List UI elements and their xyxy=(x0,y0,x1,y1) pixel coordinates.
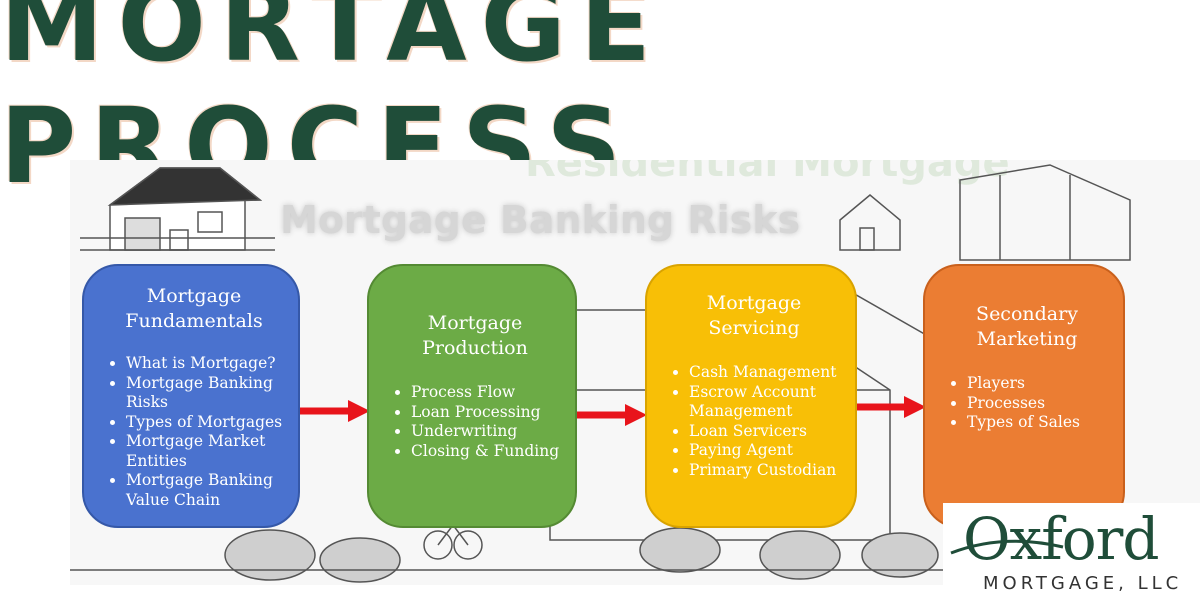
stage-box-production: Mortgage Production Process Flow Loan Pr… xyxy=(367,264,577,528)
list-item: What is Mortgage? xyxy=(126,354,284,374)
oxford-logo: Oxford MORTGAGE, LLC xyxy=(943,503,1200,600)
logo-name: Oxford xyxy=(963,505,1159,573)
stage-box-secondary-marketing: Secondary Marketing Players Processes Ty… xyxy=(923,264,1125,528)
arrow-3 xyxy=(856,396,926,418)
stage-item-list: Process Flow Loan Processing Underwritin… xyxy=(389,383,561,461)
arrow-2 xyxy=(577,404,647,426)
stage-box-fundamentals: Mortgage Fundamentals What is Mortgage? … xyxy=(82,264,300,528)
list-item: Loan Servicers xyxy=(689,422,841,442)
stage-box-servicing: Mortgage Servicing Cash Management Escro… xyxy=(645,264,857,528)
list-item: Types of Sales xyxy=(967,413,1109,433)
list-item: Processes xyxy=(967,394,1109,414)
background-text-faded: Residential Mortgage xyxy=(525,160,1010,186)
list-item: Mortgage Banking Value Chain xyxy=(126,471,284,510)
list-item: Loan Processing xyxy=(411,403,561,423)
stage-heading: Secondary Marketing xyxy=(976,303,1078,350)
list-item: Escrow Account Management xyxy=(689,383,841,422)
list-item: Closing & Funding xyxy=(411,442,561,462)
list-item: Players xyxy=(967,374,1109,394)
logo-subtitle: MORTGAGE, LLC xyxy=(983,573,1183,594)
list-item: Mortgage Market Entities xyxy=(126,432,284,471)
list-item: Process Flow xyxy=(411,383,561,403)
list-item: Types of Mortgages xyxy=(126,413,284,433)
house-sketch xyxy=(70,164,1200,583)
arrow-1 xyxy=(300,400,370,422)
logo-swoosh-icon xyxy=(950,539,1064,555)
page-title: MORTAGE PROCESS xyxy=(0,0,666,207)
list-item: Cash Management xyxy=(689,363,841,383)
list-item: Underwriting xyxy=(411,422,561,442)
stage-item-list: Players Processes Types of Sales xyxy=(945,374,1109,433)
list-item: Primary Custodian xyxy=(689,461,841,481)
stage-heading: Mortgage Fundamentals xyxy=(125,285,263,332)
stage-heading: Mortgage Servicing xyxy=(706,292,802,339)
stage-heading: Mortgage Production xyxy=(422,312,528,359)
stage-item-list: Cash Management Escrow Account Managemen… xyxy=(667,363,841,480)
list-item: Paying Agent xyxy=(689,441,841,461)
stage-item-list: What is Mortgage? Mortgage Banking Risks… xyxy=(104,354,284,510)
background-text-risks: Mortgage Banking Risks xyxy=(280,198,801,242)
list-item: Mortgage Banking Risks xyxy=(126,374,284,413)
